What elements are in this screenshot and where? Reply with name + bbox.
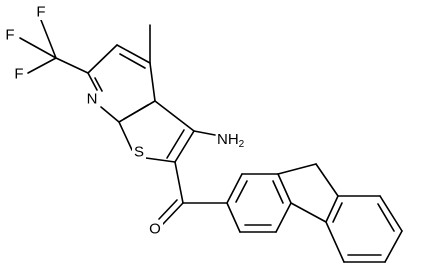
bond-s-c2 bbox=[145, 157, 176, 163]
bond-c2-c3 bbox=[174, 130, 195, 163]
bond-c3-nh2 bbox=[193, 130, 216, 136]
amine-label: NH2 bbox=[217, 131, 245, 150]
thiophene-ring bbox=[118, 100, 195, 163]
bond-carbonyl-o bbox=[162, 202, 184, 225]
bond-c6-c5 bbox=[87, 44, 118, 74]
bond-gh-fd bbox=[290, 202, 327, 223]
bond-fa-fb-double bbox=[235, 180, 248, 203]
fluorene-ring-left bbox=[226, 173, 292, 233]
bond-c7a-s bbox=[118, 121, 133, 151]
carbonyl-group bbox=[158, 161, 228, 225]
bond-fc-fd bbox=[277, 173, 292, 204]
bond-gj-gk bbox=[379, 195, 403, 232]
bond-c3-c3a bbox=[154, 100, 195, 132]
fluorine-top-label: F bbox=[36, 4, 45, 21]
bond-c4-c3a bbox=[149, 62, 156, 102]
bond-c5-c4-double bbox=[119, 53, 146, 69]
bond-c2-carbonyl bbox=[174, 161, 184, 204]
amine-main-text: NH bbox=[217, 131, 239, 148]
bond-gj-gk-double bbox=[377, 203, 395, 232]
nitrogen-label: N bbox=[87, 91, 98, 108]
fluorene-ring-right bbox=[325, 195, 403, 263]
bond-gk-gl bbox=[384, 230, 403, 263]
bond-ch2-gi bbox=[315, 163, 339, 197]
bond-fc-ch2 bbox=[277, 163, 317, 175]
pyridine-ring bbox=[87, 44, 156, 123]
bond-gm-gh bbox=[325, 221, 345, 263]
trifluoromethyl-group bbox=[19, 19, 89, 74]
bond-c-f-left-lower bbox=[27, 57, 57, 74]
bond-fc-fd-double bbox=[272, 180, 284, 204]
bond-fd-fe bbox=[275, 202, 292, 233]
bond-c3a-c7a-double bbox=[123, 104, 149, 120]
bond-cf3-pyridine bbox=[55, 57, 89, 74]
fluorene-ring-middle bbox=[277, 163, 339, 223]
oxygen-label: O bbox=[149, 221, 161, 238]
bond-fa-fb bbox=[226, 173, 243, 204]
fluorine-left-lower-label: F bbox=[14, 66, 23, 83]
bond-c2-c3-double bbox=[166, 129, 185, 159]
bond-c7a-n bbox=[100, 106, 120, 123]
bond-c-f-top bbox=[40, 19, 57, 59]
bond-c-f-left-upper bbox=[19, 37, 57, 59]
bond-ff-fa bbox=[226, 202, 241, 233]
bond-gi-gh bbox=[325, 195, 339, 223]
bond-n-c6 bbox=[87, 72, 98, 91]
bond-c5-c4 bbox=[116, 44, 151, 64]
amine-subscript: 2 bbox=[239, 139, 245, 150]
atom-labels: F F F N S NH2 O bbox=[3, 4, 245, 238]
bond-c6-n-double bbox=[94, 77, 103, 92]
bond-gh-gi-double bbox=[332, 202, 343, 223]
sulfur-label: S bbox=[134, 144, 144, 161]
bond-carbonyl-o-double bbox=[158, 199, 178, 220]
fluorine-left-upper-label: F bbox=[5, 27, 14, 44]
